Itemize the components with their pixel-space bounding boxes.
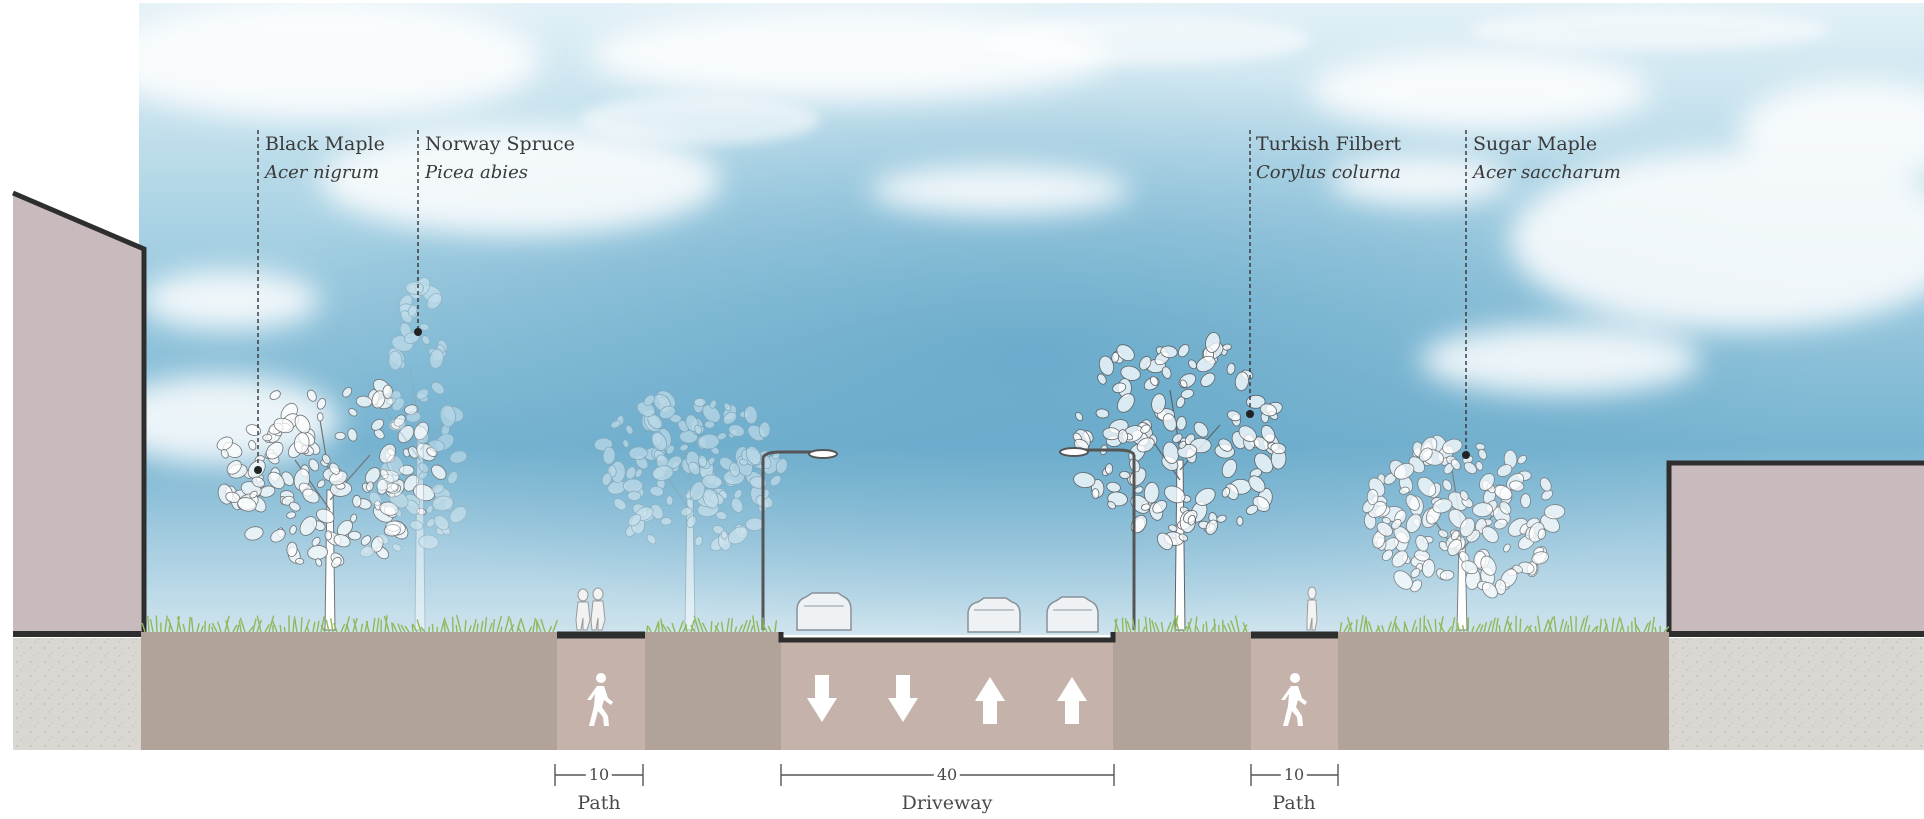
cars [796,592,1099,633]
tree-layer [216,277,1566,631]
dimension-value-path-left: 10 [585,765,613,784]
species-label-sugar-maple: Sugar Maple Acer saccharum [1473,133,1621,183]
grass-tufts [1114,615,1248,633]
dimension-caption-path-right: Path [1272,792,1316,814]
dimension-caption-path-left: Path [577,792,621,814]
street-light-right [1059,447,1136,630]
lane-arrows [807,675,1087,724]
arrow-up-icon [1057,677,1087,724]
grass-tufts [1339,614,1670,633]
common-name: Black Maple [265,133,385,155]
right-building [1666,460,1924,635]
leader-lines [254,130,1470,474]
sky-background [100,0,1924,635]
grass-tufts [141,614,559,633]
tree-sugar-maple [1362,434,1566,631]
tree-street-left [593,390,788,631]
ground-section [13,631,1924,750]
arrow-up-icon [975,677,1005,724]
species-label-turkish-filbert: Turkish Filbert Corylus colurna [1256,133,1401,183]
arrow-down-icon [807,675,837,722]
dimension-value-driveway: 40 [933,765,961,784]
latin-name: Corylus colurna [1256,161,1401,183]
pedestrians-figure [575,586,1318,631]
common-name: Sugar Maple [1473,133,1598,155]
tree-black-maple [216,378,447,631]
left-building [12,190,147,635]
street-light-left [761,449,838,630]
grass-layer [141,614,1670,633]
dimension-caption-driveway: Driveway [901,792,993,814]
pedestrian-icon [587,673,613,726]
tree-norway-spruce [359,277,468,631]
species-label-black-maple: Black Maple Acer nigrum [265,133,385,183]
common-name: Turkish Filbert [1256,133,1402,155]
species-label-norway-spruce: Norway Spruce Picea abies [425,133,575,183]
latin-name: Acer nigrum [265,161,380,183]
arrow-down-icon [888,675,918,722]
dimension-value-path-right: 10 [1280,765,1308,784]
grass-tufts [646,615,778,633]
latin-name: Picea abies [425,161,528,183]
common-name: Norway Spruce [425,133,575,155]
latin-name: Acer saccharum [1473,161,1621,183]
pedestrian-icon [1281,673,1307,726]
